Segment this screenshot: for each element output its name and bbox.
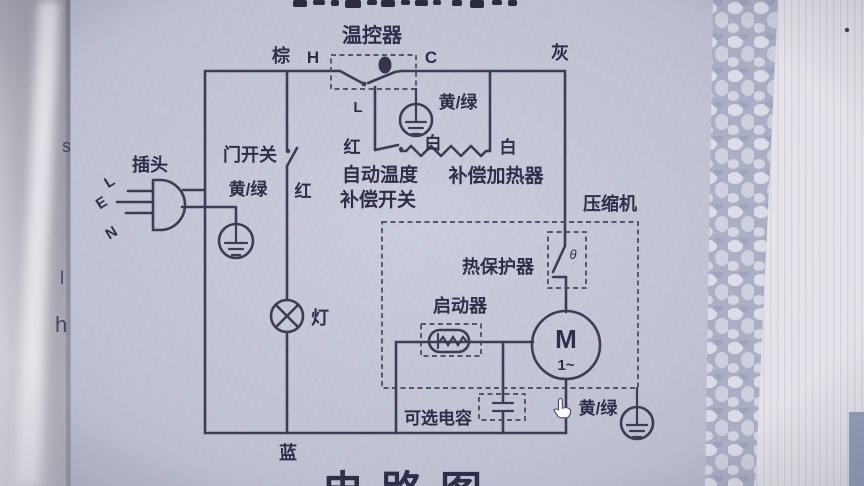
hand-cursor-icon: [553, 397, 572, 419]
